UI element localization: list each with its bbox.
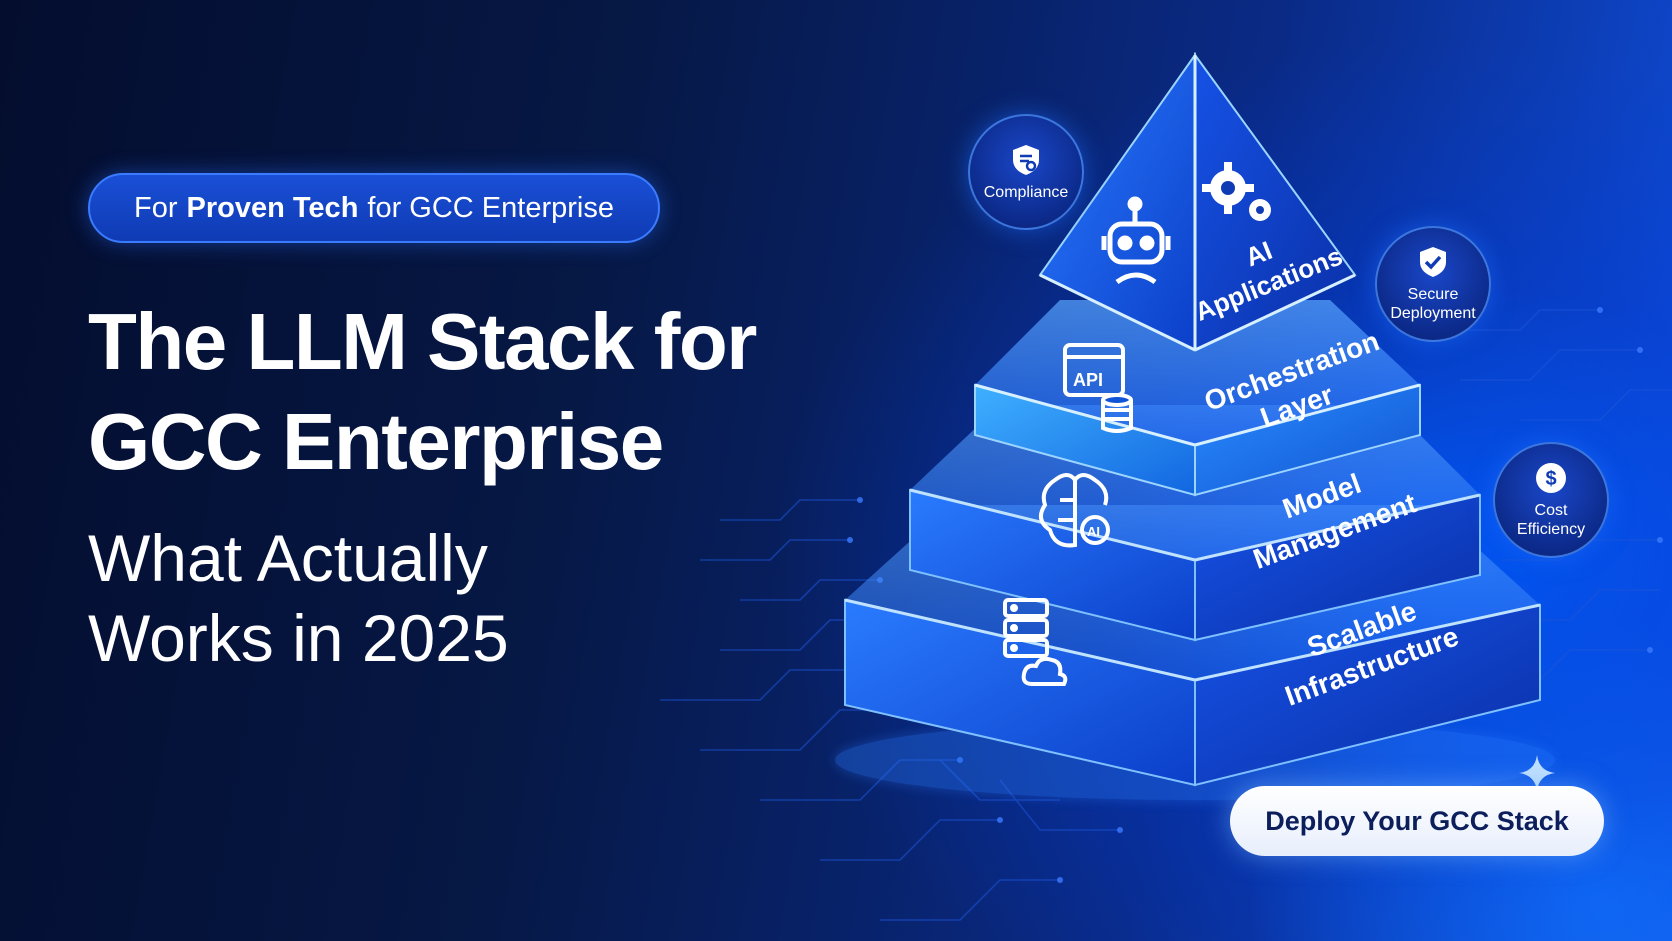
compliance-label: Compliance [983,183,1069,201]
dollar-coin-icon: $ [1536,463,1566,493]
svg-text:$: $ [1545,468,1556,490]
layer-orchestration [974,300,1421,497]
sparkle-decoration [1519,755,1555,791]
subtitle-line-1: What Actually [88,521,488,595]
page-title: The LLM Stack for GCC Enterprise [88,292,888,492]
title-line-2: GCC Enterprise [88,397,664,486]
svg-text:API: API [1073,370,1103,390]
gears-icon [1202,162,1271,221]
title-line-1: The LLM Stack for [88,297,757,386]
tagline-badge: For Proven Tech for GCC Enterprise [88,173,660,243]
badge-prefix: For [134,191,178,224]
robot-icon [1101,196,1171,285]
badge-suffix: for GCC Enterprise [367,191,614,224]
compliance-bubble: Compliance [968,114,1084,230]
svg-text:AI: AI [1087,524,1100,539]
secure-deployment-bubble: Secure Deployment [1375,226,1491,342]
page-subtitle: What Actually Works in 2025 [88,518,788,678]
cost-label-1: Cost [1534,502,1568,519]
server-cloud-icon [1003,598,1068,686]
secure-label-2: Deployment [1390,305,1476,322]
api-database-icon: API [1063,343,1133,433]
subtitle-line-2: Works in 2025 [88,601,509,675]
badge-strong: Proven Tech [186,191,359,224]
brain-ai-icon: AI [1039,473,1110,548]
secure-label-1: Secure [1407,286,1459,303]
shield-check-icon [1420,247,1446,277]
cost-label-2: Efficiency [1516,521,1586,538]
cost-efficiency-bubble: $ Cost Efficiency [1493,442,1609,558]
layer-ai-applications [1038,51,1357,352]
deploy-stack-button[interactable]: Deploy Your GCC Stack [1230,786,1604,856]
shield-document-icon [1013,144,1039,175]
